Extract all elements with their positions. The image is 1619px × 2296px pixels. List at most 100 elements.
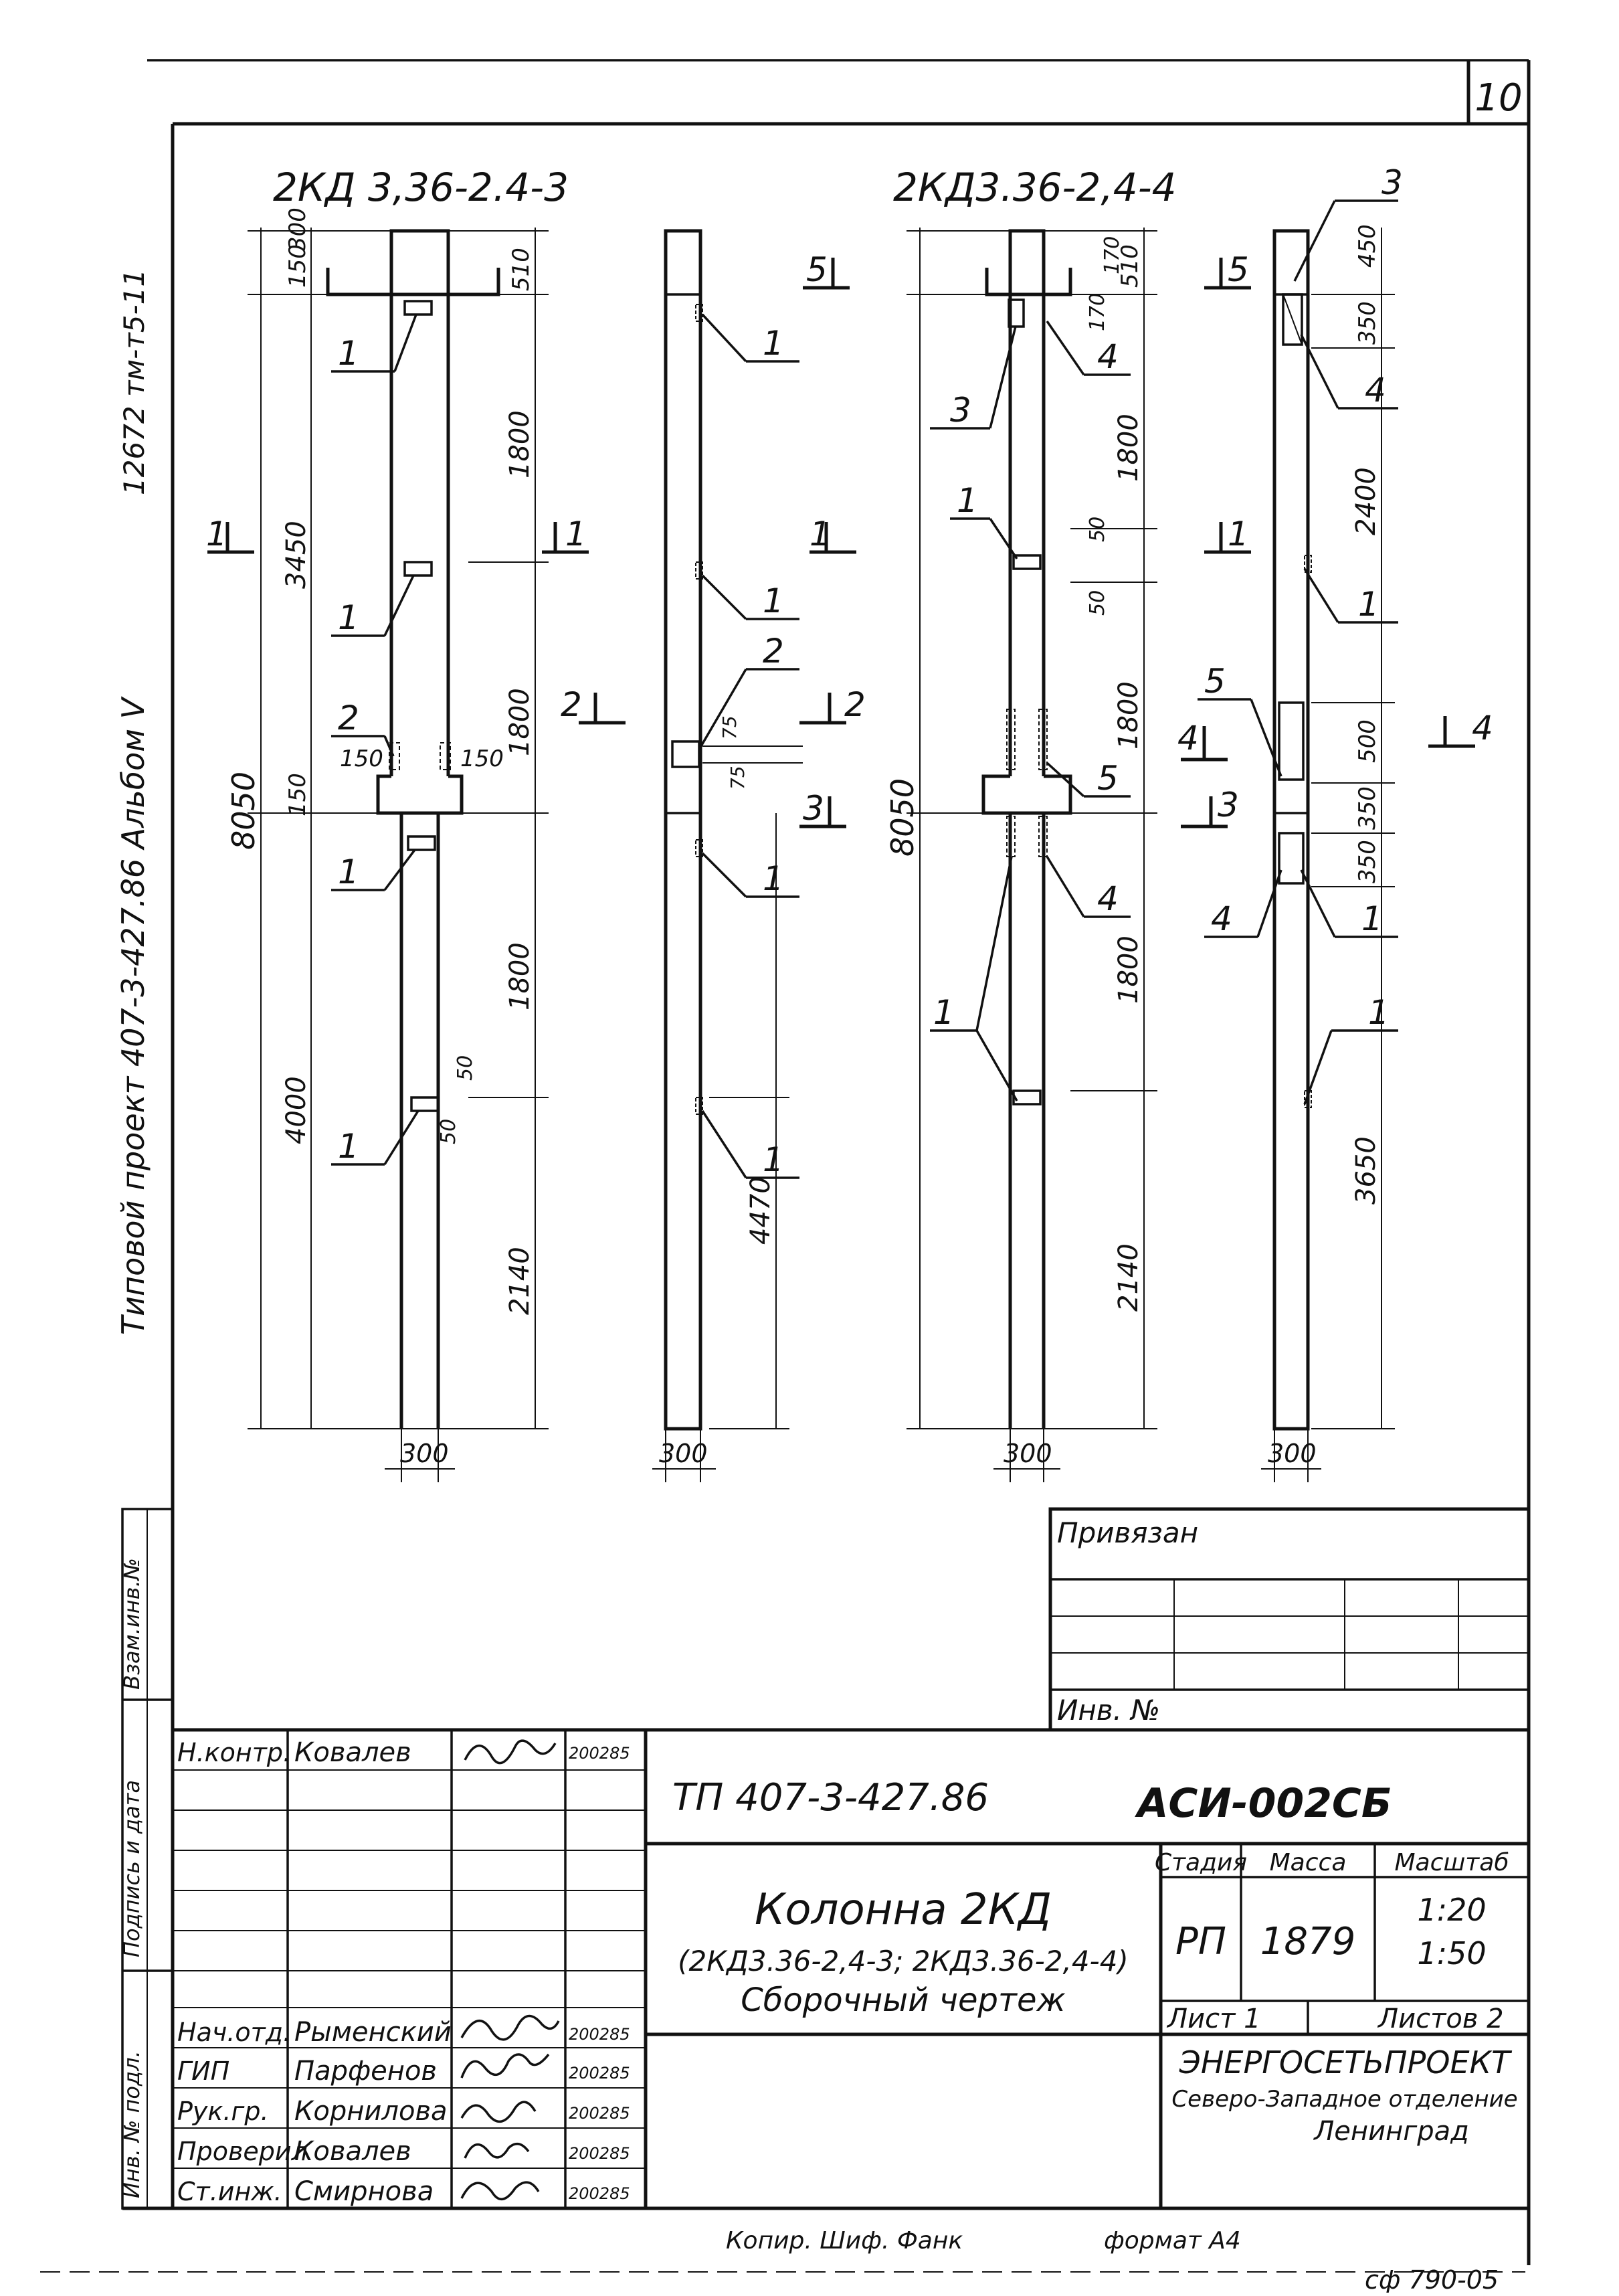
sheet-label: Лист 1 xyxy=(1166,2004,1261,2034)
dim-v3-2140: 2140 xyxy=(1113,1243,1144,1312)
stamp-label-vzam: Взам.инв.№ xyxy=(119,1558,145,1690)
view-4-column-body xyxy=(1272,229,1312,1431)
role-nach-otd: Нач.отд. xyxy=(177,2018,291,2047)
dim-v3-170-b: 170 xyxy=(1086,293,1109,331)
callout-v2-1c: 1 xyxy=(763,859,784,898)
section-mark-v1-2: 2 xyxy=(561,685,582,724)
date-ruk-gr: 200285 xyxy=(569,2104,630,2123)
name-proveril: Ковалев xyxy=(294,2136,411,2167)
section-mark-v1-1-left: 1 xyxy=(206,515,227,553)
dim-v4-300-width: 300 xyxy=(1268,1439,1317,1468)
dim-v3-1800-b: 1800 xyxy=(1113,681,1144,749)
section-mark-v3-3: 3 xyxy=(1218,786,1239,824)
view-1-title: 2КД 3,36-2.4-3 xyxy=(273,165,569,210)
scale-value-2: 1:50 xyxy=(1417,1935,1486,1971)
dim-v1-300-width: 300 xyxy=(400,1439,449,1468)
signature-n-kontr xyxy=(464,1739,557,1765)
dim-v3-1800-c: 1800 xyxy=(1113,936,1144,1004)
date-n-kontr: 200285 xyxy=(569,1744,630,1763)
view-4-section-marks xyxy=(1428,716,1475,748)
footer-format: формат А4 xyxy=(1104,2227,1241,2255)
name-st-inzh: Смирнова xyxy=(294,2176,434,2207)
left-stamp: Инв. № подл. Подпись и дата Взам.инв.№ xyxy=(119,1508,174,2210)
dim-v1-1800-b: 1800 xyxy=(504,688,535,756)
dim-v3-1800-a: 1800 xyxy=(1113,414,1144,482)
dim-v1-50-b: 50 xyxy=(437,1119,460,1144)
view-4: 450 350 2400 500 350 350 3650 300 3 4 1 … xyxy=(1198,163,1493,1482)
callout-v2-1d: 1 xyxy=(763,1140,784,1179)
designation: ТП 407-3-427.86 xyxy=(672,1776,989,1820)
view-3: 2КД3.36-2,4-4 xyxy=(884,165,1251,1482)
dim-v1-300-top: 300 xyxy=(284,207,311,251)
stage-label: Стадия xyxy=(1155,1849,1247,1876)
callout-v4-1-bot: 1 xyxy=(1368,993,1390,1032)
organization-name: ЭНЕРГОСЕТЬПРОЕКТ xyxy=(1179,2044,1513,2081)
callout-v4-3: 3 xyxy=(1382,163,1403,202)
dim-v2-300-width: 300 xyxy=(659,1439,708,1468)
document-code: АСИ-002СБ xyxy=(1135,1780,1392,1827)
scale-label: Масштаб xyxy=(1394,1849,1509,1876)
view-3-column-body xyxy=(981,229,1072,1429)
section-mark-v2-1: 1 xyxy=(810,515,831,553)
stage-value: РП xyxy=(1175,1920,1226,1963)
drawing-title-main: Колонна 2КД xyxy=(755,1885,1052,1935)
drawing-title-sub: (2КД3.36-2,4-3; 2КД3.36-2,4-4) xyxy=(678,1945,1129,1977)
signature-ruk-gr xyxy=(460,2101,537,2123)
view-3-leaders xyxy=(930,321,1131,1101)
vertical-document-code: 12672 тм-т5-11 xyxy=(118,269,151,495)
date-st-inzh: 200285 xyxy=(569,2184,630,2203)
callout-v3-4-bot: 4 xyxy=(1097,879,1119,918)
dim-v1-1800-c: 1800 xyxy=(504,942,535,1010)
footer-kopiroval: Копир. Шиф. Фанк xyxy=(726,2227,963,2255)
dim-v4-3650: 3650 xyxy=(1351,1136,1382,1205)
role-n-kontr: Н.контр. xyxy=(177,1738,291,1767)
dim-v4-2400: 2400 xyxy=(1351,467,1382,535)
inv-number-label: Инв. № xyxy=(1057,1694,1160,1727)
dim-v3-50-b: 50 xyxy=(1086,590,1109,616)
callout-v2-2: 2 xyxy=(763,632,784,671)
dim-v1-4000: 4000 xyxy=(281,1076,312,1144)
mass-label: Масса xyxy=(1270,1849,1347,1876)
callout-v4-4-bot: 4 xyxy=(1211,899,1232,938)
callout-v1-1c: 1 xyxy=(338,853,359,891)
view-1: 2КД 3,36-2.4-3 xyxy=(206,165,626,1482)
name-gip: Парфенов xyxy=(294,2056,437,2087)
view-1-column-body xyxy=(326,229,500,1429)
callout-v2-1a: 1 xyxy=(763,324,784,363)
dim-v3-170-a: 170 xyxy=(1101,236,1124,274)
callout-v4-1-top: 1 xyxy=(1358,585,1379,624)
dim-v3-50-a: 50 xyxy=(1086,517,1109,542)
dim-v4-450: 450 xyxy=(1354,224,1381,268)
section-mark-v3-5: 5 xyxy=(1228,250,1249,289)
view-4-dimensions xyxy=(1261,228,1395,1482)
callout-v1-1a: 1 xyxy=(338,334,359,373)
dim-v1-3450: 3450 xyxy=(281,521,312,589)
view-2-leaders xyxy=(698,313,799,1179)
drawing-title-doc: Сборочный чертеж xyxy=(741,1981,1066,2019)
callout-v1-1d: 1 xyxy=(338,1127,359,1166)
signature-st-inzh xyxy=(460,2181,540,2200)
view-3-title: 2КД3.36-2,4-4 xyxy=(893,165,1177,210)
dim-v1-150-mid: 150 xyxy=(284,773,311,816)
section-mark-v2-3: 3 xyxy=(803,789,824,828)
footer-form-code: сф 790-05 xyxy=(1365,2265,1499,2293)
view-2-section-marks xyxy=(799,258,856,828)
privyazan-block xyxy=(1048,1507,1531,1732)
callout-v3-1-top: 1 xyxy=(957,481,978,520)
privyazan-label: Привязан xyxy=(1057,1516,1198,1549)
role-st-inzh: Ст.инж. xyxy=(177,2177,282,2206)
name-nach-otd: Рыменский xyxy=(294,2017,452,2048)
callout-v2-1b: 1 xyxy=(763,582,784,620)
date-proveril: 200285 xyxy=(569,2144,630,2163)
scale-value-1: 1:20 xyxy=(1417,1892,1486,1928)
dim-v1-150-left-small: 150 xyxy=(340,745,383,772)
section-mark-v2-5: 5 xyxy=(806,250,828,289)
dim-v1-1800-a: 1800 xyxy=(504,410,535,478)
callout-v3-5: 5 xyxy=(1097,759,1119,798)
signature-proveril xyxy=(464,2142,530,2159)
stamp-label-sign: Подпись и дата xyxy=(119,1780,145,1957)
dim-v1-510: 510 xyxy=(508,248,535,291)
date-gip: 200285 xyxy=(569,2064,630,2083)
